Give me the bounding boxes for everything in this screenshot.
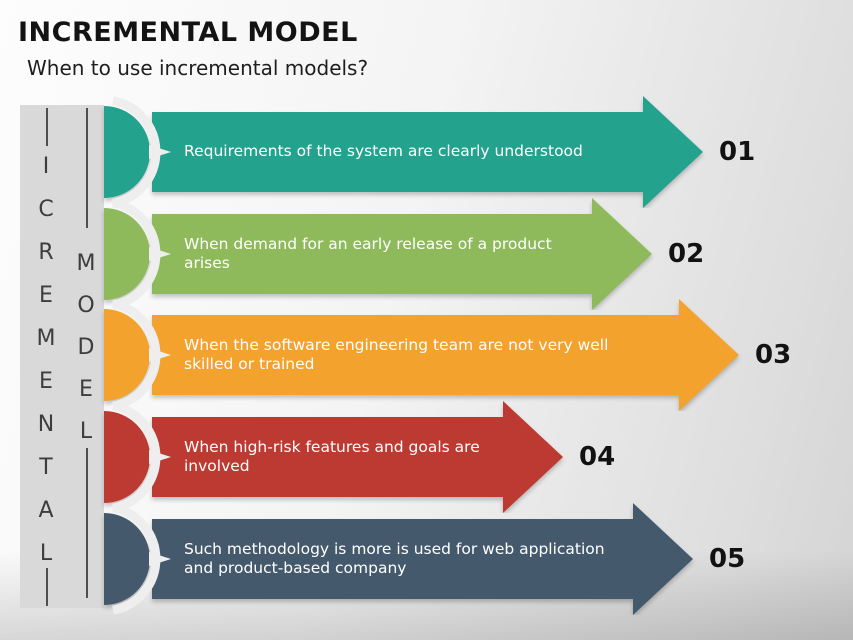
arrow-text: Requirements of the system are clearly u…	[184, 142, 583, 161]
divider-line-bottom-secondary	[86, 448, 88, 598]
process-arrow-01: Requirements of the system are clearly u…	[0, 96, 853, 208]
arrow-head	[679, 299, 739, 411]
arrow-body	[152, 417, 503, 497]
arrow-head	[592, 198, 652, 310]
step-circle	[104, 106, 150, 198]
step-number: 03	[755, 340, 792, 370]
vertical-letter: M	[76, 251, 96, 276]
divider-line-bottom-primary	[46, 568, 48, 606]
step-circle	[104, 309, 150, 401]
page-title: INCREMENTAL MODEL	[18, 17, 358, 48]
vertical-letter: E	[79, 377, 93, 402]
arrow-shape	[104, 503, 693, 615]
arrow-shape	[104, 401, 563, 513]
center-notch	[149, 552, 171, 566]
arrow-head	[633, 503, 693, 615]
vertical-letter: C	[38, 197, 54, 222]
arrow-head	[503, 401, 563, 513]
step-circle	[104, 513, 150, 605]
vertical-letter: O	[77, 293, 95, 318]
arrow-head	[643, 96, 703, 208]
arrow-body	[152, 214, 592, 294]
process-arrow-02: When demand for an early release of a pr…	[0, 198, 853, 310]
step-number: 05	[709, 544, 746, 574]
vertical-letter: M	[36, 326, 56, 351]
vertical-letter: R	[38, 240, 54, 265]
center-notch	[149, 450, 171, 464]
divider-line-top-secondary	[86, 108, 88, 228]
center-notch	[149, 145, 171, 159]
vertical-letter: T	[39, 455, 53, 480]
vertical-letter: L	[39, 541, 53, 566]
vertical-letter: D	[77, 335, 95, 360]
vertical-letter: E	[39, 283, 53, 308]
process-arrow-03: When the software engineering team are n…	[0, 299, 853, 411]
arrow-shape	[104, 96, 703, 208]
vertical-letter: N	[37, 412, 55, 437]
arrow-shape	[104, 198, 652, 310]
arrow-text: Such methodology is more is used for web…	[184, 539, 605, 578]
arrow-body	[152, 112, 643, 192]
vertical-letter: A	[38, 498, 54, 523]
page-subtitle: When to use incremental models?	[27, 56, 369, 80]
process-arrow-05: Such methodology is more is used for web…	[0, 503, 853, 615]
left-panel	[20, 105, 104, 608]
arrow-text: When the software engineering team are n…	[184, 335, 609, 374]
vertical-letter: E	[39, 369, 53, 394]
step-number: 02	[668, 239, 705, 269]
center-notch	[149, 348, 171, 362]
step-number: 01	[719, 137, 756, 167]
arrow-text: When high-risk features and goals are in…	[184, 437, 480, 476]
step-circle	[104, 411, 150, 503]
process-arrow-04: When high-risk features and goals are in…	[0, 401, 853, 513]
divider-line-top-primary	[46, 108, 48, 146]
vertical-letter: I	[42, 154, 50, 179]
arrow-shape	[104, 299, 739, 411]
step-circle	[104, 208, 150, 300]
vertical-letter: L	[79, 419, 93, 444]
center-notch	[149, 247, 171, 261]
step-number: 04	[579, 442, 616, 472]
arrow-body	[152, 519, 633, 599]
arrow-body	[152, 315, 679, 395]
arrow-text: When demand for an early release of a pr…	[184, 234, 552, 273]
